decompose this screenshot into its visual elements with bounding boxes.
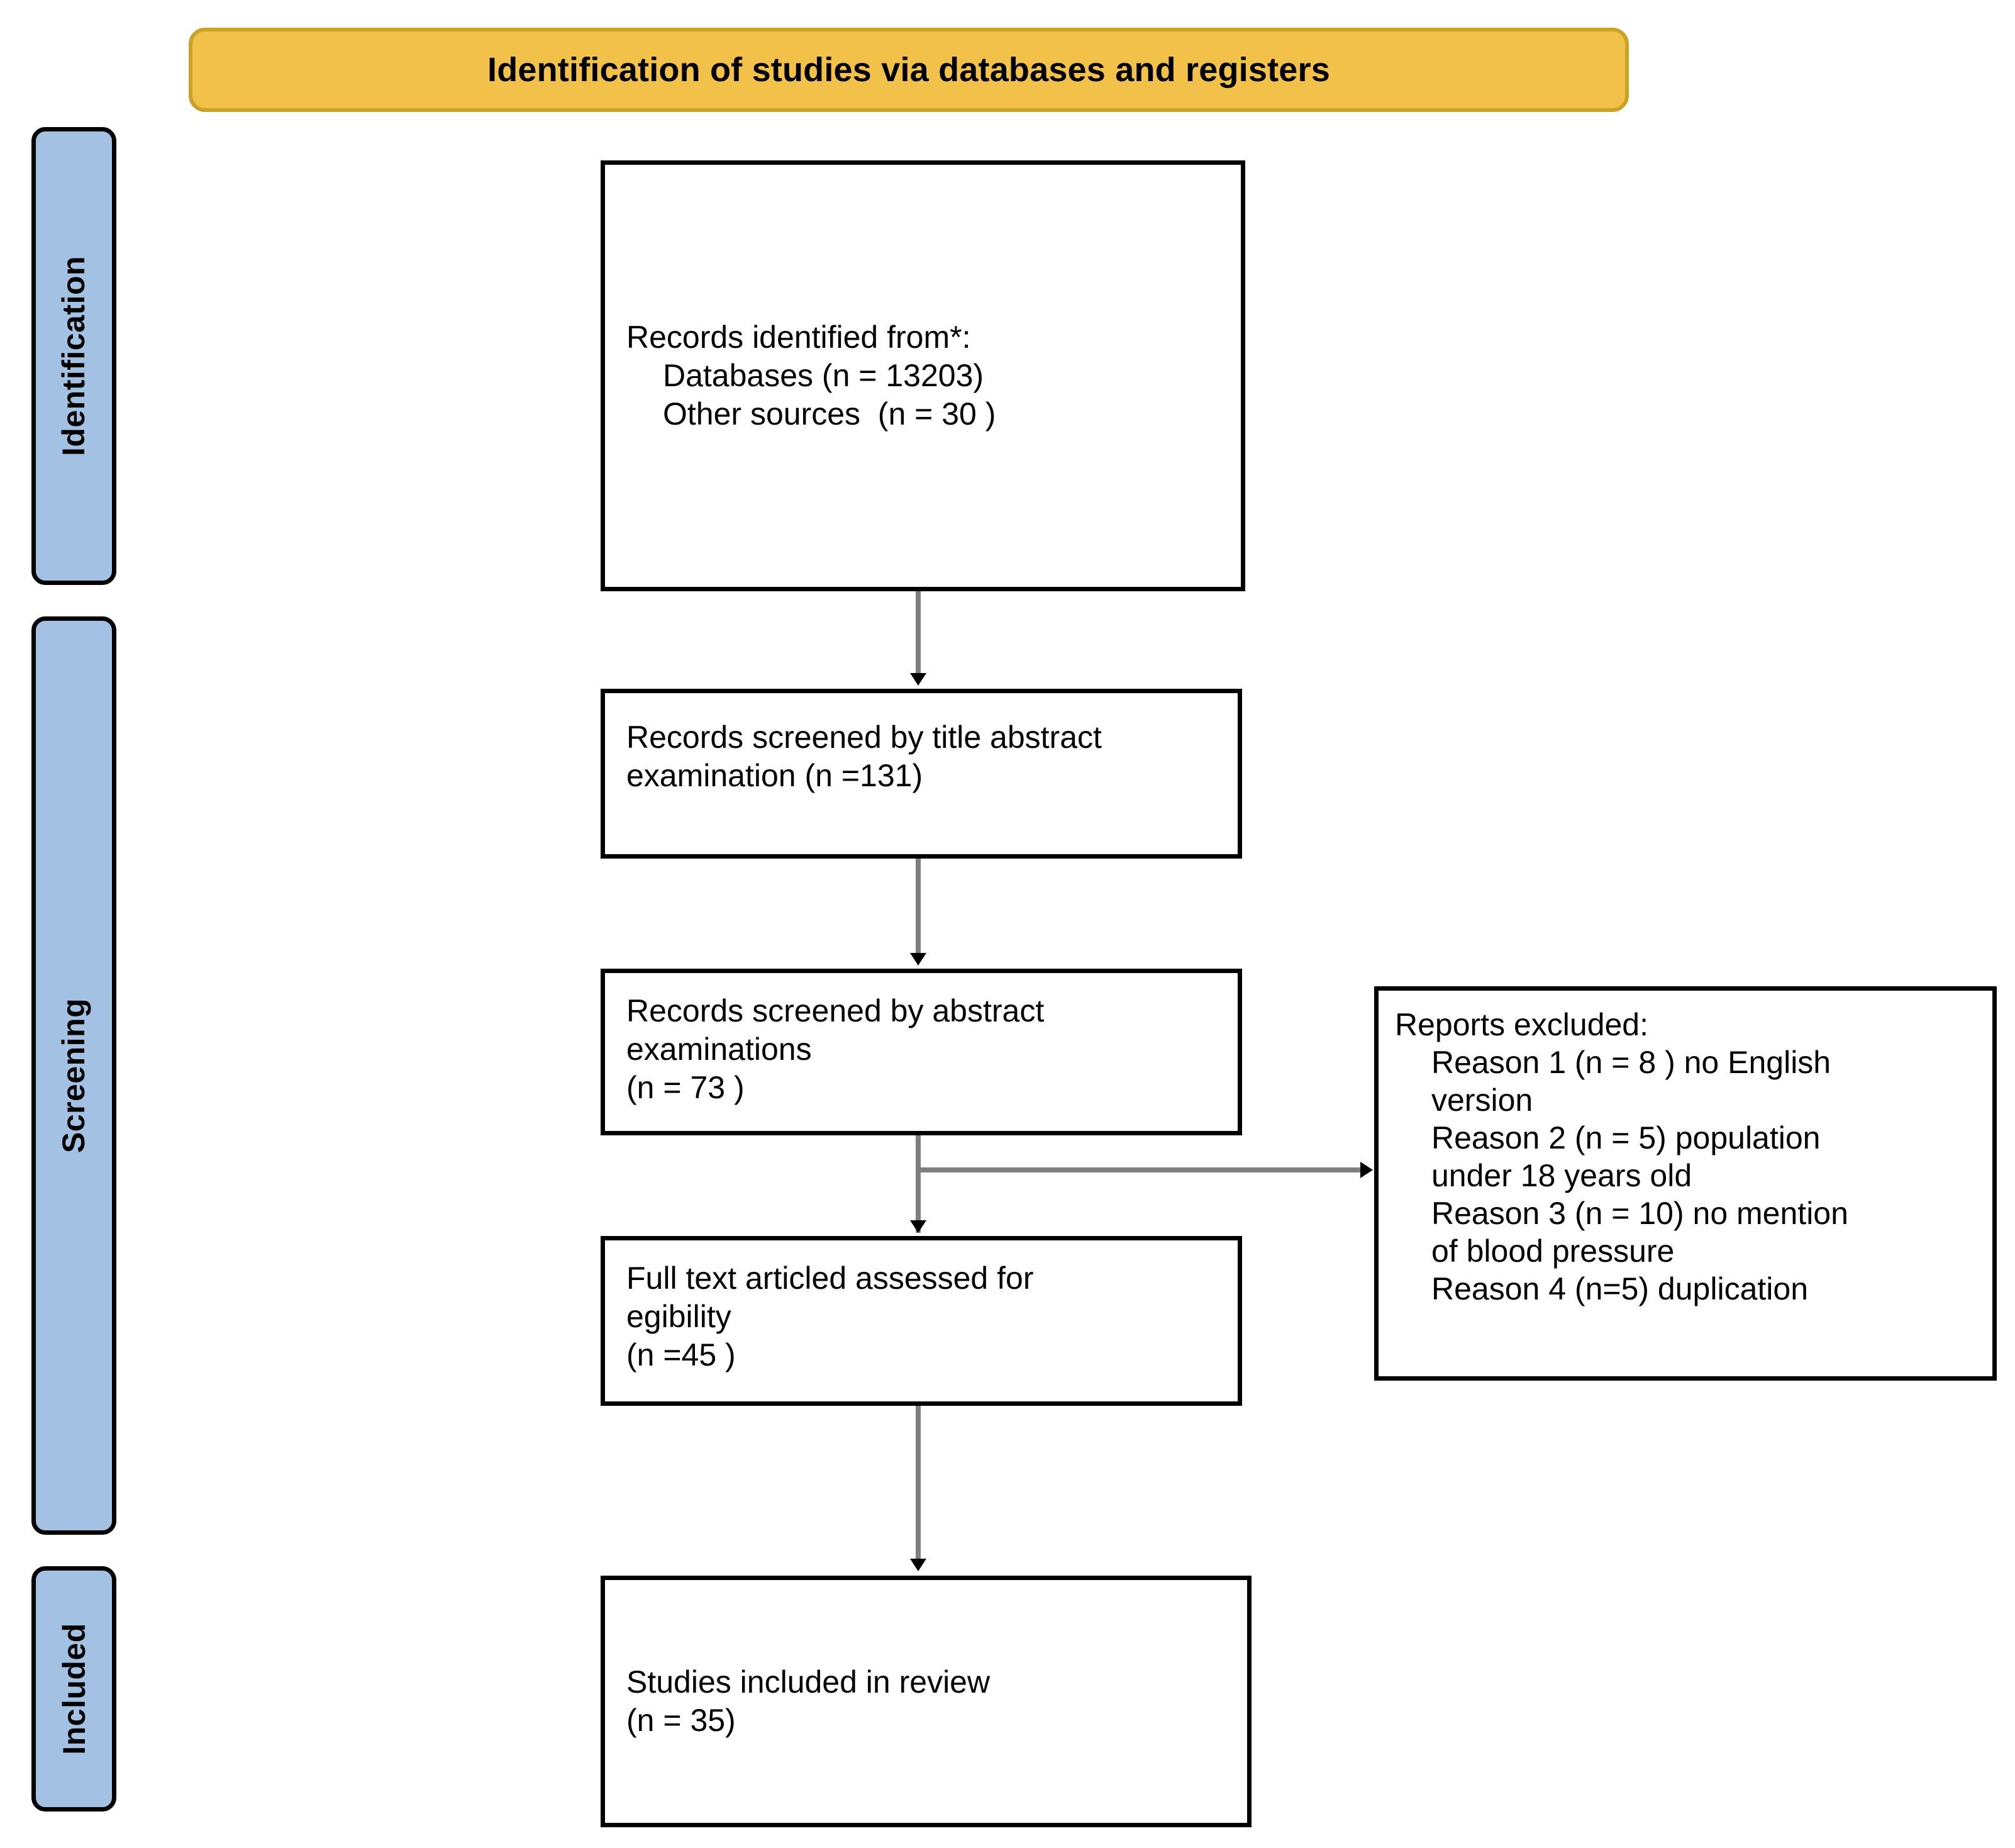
records-screened-abstract-line-2: examinations <box>626 1032 812 1067</box>
arrowhead-abstract-to-fulltext <box>910 1220 926 1233</box>
records-identified-line-2: Databases (n = 13203) <box>663 358 984 393</box>
connector-abstract-to-fulltext <box>916 1135 921 1233</box>
stage-label-identification: Identification <box>56 255 92 457</box>
banner-identification-header: Identification of studies via databases … <box>189 28 1629 112</box>
reports-excluded-line-1: Reports excluded: <box>1395 1007 1649 1042</box>
records-screened-abstract-line-1: Records screened by abstract <box>626 993 1045 1028</box>
records-screened-abstract-line-3: (n = 73 ) <box>626 1070 745 1105</box>
fulltext-line-3: (n =45 ) <box>626 1337 736 1372</box>
box-records-screened-abstract: Records screened by abstract examination… <box>601 969 1242 1135</box>
box-records-screened-title: Records screened by title abstract exami… <box>601 689 1242 859</box>
arrowhead-identified-to-title-screened <box>910 673 926 686</box>
fulltext-line-1: Full text articled assessed for <box>626 1261 1034 1296</box>
records-identified-line-1: Records identified from*: <box>626 320 971 355</box>
reports-excluded-line-6: Reason 3 (n = 10) no mention <box>1431 1196 1848 1231</box>
reports-excluded-line-5: under 18 years old <box>1431 1158 1692 1193</box>
reports-excluded-line-8: Reason 4 (n=5) duplication <box>1431 1271 1808 1306</box>
stage-sidebar-identification: Identification <box>31 127 116 585</box>
stage-label-screening: Screening <box>56 998 92 1154</box>
fulltext-line-2: egibility <box>626 1299 731 1334</box>
reports-excluded-line-3: version <box>1431 1083 1533 1118</box>
arrowhead-to-reports-excluded <box>1360 1162 1373 1178</box>
records-screened-title-line-2: examination (n =131) <box>626 758 923 793</box>
records-identified-line-3: Other sources (n = 30 ) <box>663 396 996 431</box>
studies-included-line-2: (n = 35) <box>626 1703 736 1738</box>
connector-fulltext-to-included <box>916 1406 921 1563</box>
reports-excluded-line-4: Reason 2 (n = 5) population <box>1431 1120 1821 1155</box>
studies-included-line-1: Studies included in review <box>626 1664 991 1700</box>
connector-title-to-abstract-screened <box>916 859 921 956</box>
box-records-identified: Records identified from*: Databases (n =… <box>601 160 1245 591</box>
box-fulltext-assessed: Full text articled assessed for egibilit… <box>601 1236 1242 1406</box>
records-screened-title-line-1: Records screened by title abstract <box>626 720 1102 755</box>
reports-excluded-line-7: of blood pressure <box>1431 1233 1675 1269</box>
banner-title: Identification of studies via databases … <box>487 51 1330 89</box>
arrowhead-fulltext-to-included <box>910 1559 926 1571</box>
connector-identified-to-title-screened <box>916 591 921 677</box>
reports-excluded-line-2: Reason 1 (n = 8 ) no English <box>1431 1045 1831 1080</box>
stage-sidebar-screening: Screening <box>31 616 116 1535</box>
stage-label-included: Included <box>56 1623 92 1755</box>
box-studies-included: Studies included in review (n = 35) <box>601 1576 1252 1827</box>
connector-to-reports-excluded <box>916 1167 1363 1172</box>
arrowhead-title-to-abstract-screened <box>910 953 926 966</box>
stage-sidebar-included: Included <box>31 1566 116 1812</box>
box-reports-excluded: Reports excluded: Reason 1 (n = 8 ) no E… <box>1374 986 1997 1381</box>
